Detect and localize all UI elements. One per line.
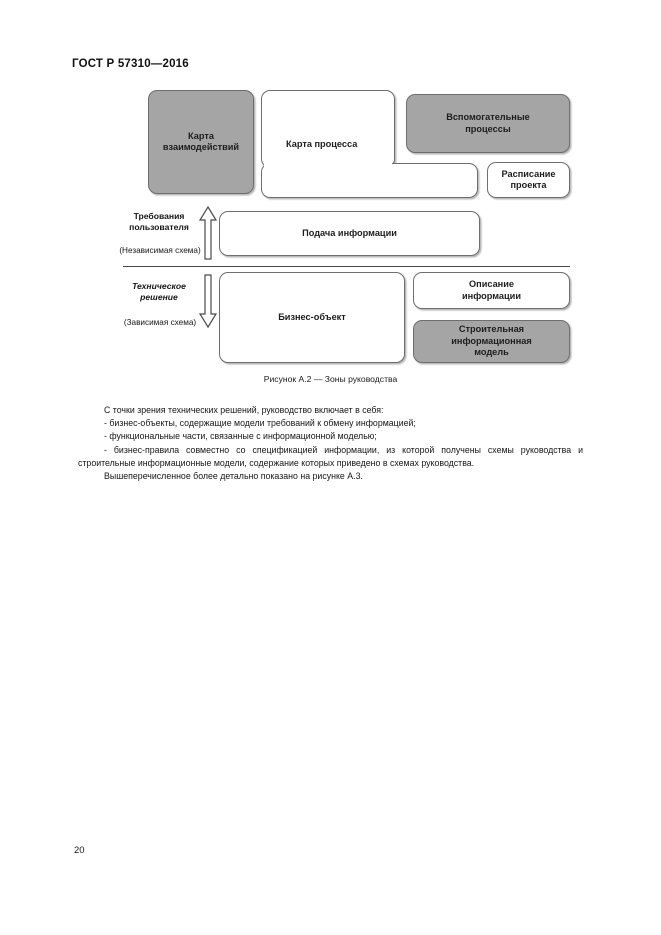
figure-box-interaction-map: Карта взаимодействий [148,90,254,194]
figure-box-process-map-joint [264,161,392,168]
body-bullet-2: - функциональные части, связанные с инфо… [104,431,377,442]
zone-divider [123,266,570,267]
zone-label-technical-solution: Техническое решение [132,281,186,302]
zone-arrow-up-icon [198,206,218,260]
figure-box-business-object-label: Бизнес-объект [278,311,346,322]
body-bullet-1: - бизнес-объекты, содержащие модели треб… [104,418,416,429]
zone-sublabel-dependent-schema: (Зависимая схема) [123,318,197,327]
figure-box-auxiliary-processes-label: Вспомогательные процессы [446,112,530,134]
document-header-standard-code: ГОСТ Р 57310—2016 [72,58,189,70]
body-closing: Вышеперечисленное более детально показан… [104,471,363,482]
zone-sublabel-independent-schema: (Независимая схема) [119,246,201,255]
figure-caption: Рисунок А.2 — Зоны руководства [263,374,398,384]
page-number: 20 [74,845,85,856]
figure-box-auxiliary-processes: Вспомогательные процессы [406,94,570,153]
figure-box-project-schedule-label: Расписание проекта [501,168,556,191]
figure-box-information-delivery-label: Подача информации [302,227,397,238]
figure-box-business-object: Бизнес-объект [219,272,405,363]
figure-a2: Карта взаимодействий Карта процесса Вспо… [0,0,661,400]
zone-label-user-requirements: Требования пользователя [129,211,189,232]
figure-box-process-map-label: Карта процесса [286,139,358,149]
figure-box-building-information-model: Строительная информационная модель [413,320,570,363]
figure-box-process-map-upper [261,90,395,168]
figure-box-interaction-map-label: Карта взаимодействий [162,130,240,153]
figure-box-building-information-model-label: Строительная информационная модель [451,324,532,358]
figure-box-information-description-label: Описание информации [462,279,521,301]
body-intro: С точки зрения технических решений, руко… [104,405,384,415]
figure-box-process-map-lower [261,163,478,198]
figure-box-information-description: Описание информации [413,272,570,309]
body-text: С точки зрения технических решений, руко… [78,404,583,483]
body-bullet-3: - бизнес-правила совместно со спецификац… [78,444,583,468]
figure-box-process-map: Карта процесса [0,0,661,400]
zone-arrow-down-icon [198,274,218,328]
figure-box-information-delivery: Подача информации [219,211,480,256]
figure-box-project-schedule: Расписание проекта [487,162,570,198]
